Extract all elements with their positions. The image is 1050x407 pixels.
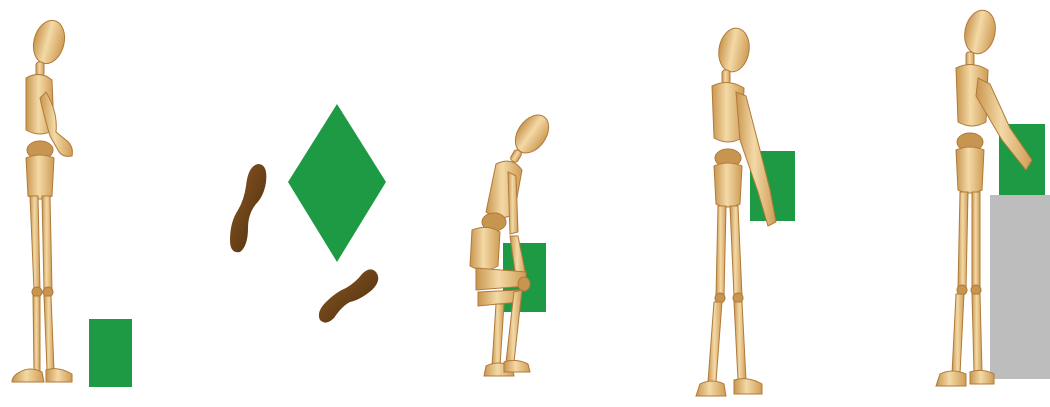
step-2-foot-placement	[230, 104, 386, 323]
box-icon	[288, 104, 386, 262]
platform-icon	[990, 195, 1050, 379]
wooden-mannequin-icon	[12, 17, 72, 382]
footprint-icon	[319, 269, 378, 322]
wooden-mannequin-icon	[470, 109, 556, 376]
step-5-placing-figure	[936, 7, 1050, 386]
footprint-icon	[230, 164, 266, 252]
step-3-squatting-figure	[470, 109, 556, 376]
step-4-holding-figure	[696, 26, 795, 396]
wooden-mannequin-icon	[696, 26, 776, 396]
step-1-standing-figure	[12, 17, 132, 387]
box-icon	[89, 319, 132, 387]
